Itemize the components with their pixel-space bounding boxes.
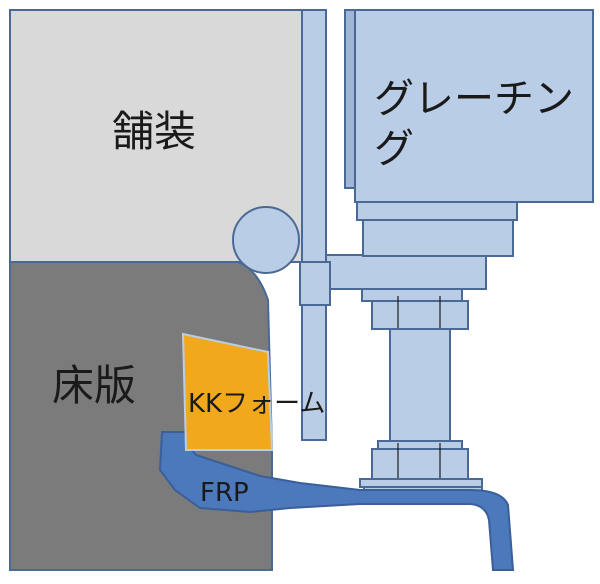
lower-nut xyxy=(371,448,469,480)
grating-label-line1: グレーチン xyxy=(374,76,574,122)
upper-nut xyxy=(371,300,469,330)
kk-foam-block xyxy=(181,332,274,451)
round-bar xyxy=(232,206,300,274)
frp-liner xyxy=(158,431,515,571)
frp-label: FRP xyxy=(200,478,249,508)
kk-foam-label: KKフォーム xyxy=(188,389,325,419)
upper-washer xyxy=(361,288,463,302)
support-arm xyxy=(325,254,487,290)
grating-frame xyxy=(354,9,594,203)
grating-base-upper xyxy=(356,201,518,221)
angle-bar xyxy=(299,261,331,306)
vertical-plate xyxy=(301,9,327,441)
lower-washer xyxy=(377,440,463,450)
base-plate-top xyxy=(359,478,483,488)
grating-label-line2: グ xyxy=(374,126,414,172)
pavement-label: 舗装 xyxy=(112,107,196,156)
bolt-shaft xyxy=(389,328,451,442)
deck-slab-label: 床版 xyxy=(52,361,136,410)
grating-base-lower xyxy=(362,219,514,257)
